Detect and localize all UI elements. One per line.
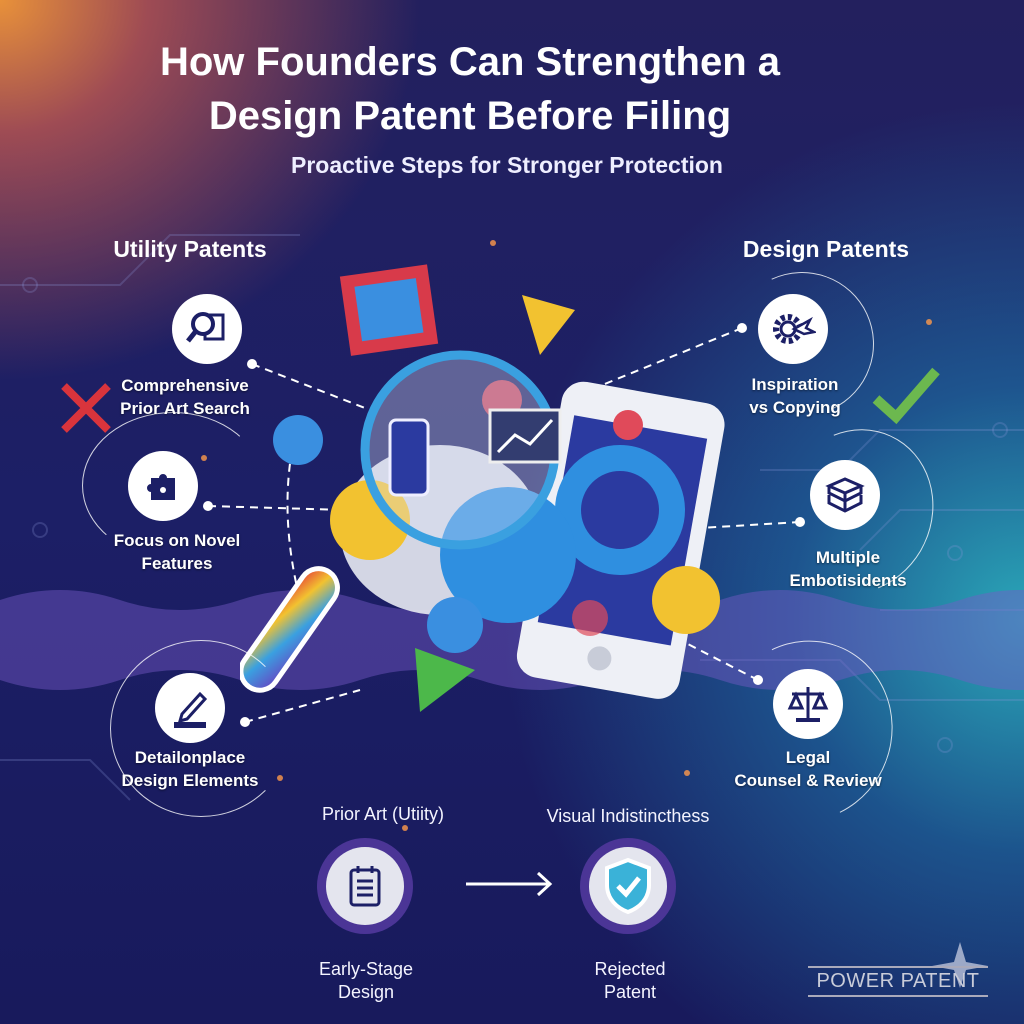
- visual-indistinctness-label: Visual Indistincthess: [547, 805, 710, 828]
- item-design-elements: DetailonplaceDesign Elements: [122, 746, 259, 792]
- yellow-triangle: [522, 295, 575, 355]
- red-card-icon: [340, 264, 438, 355]
- puzzle-piece-icon: [128, 451, 198, 521]
- item-prior-art-search: ComprehensivePrior Art Search: [120, 374, 250, 420]
- gear-star-icon: [758, 294, 828, 364]
- item-legal-counsel: LegalCounsel & Review: [734, 746, 881, 792]
- pencil-ruler-icon: [155, 673, 225, 743]
- early-stage-design-label: Early-StageDesign: [319, 958, 413, 1004]
- check-mark-icon: [870, 365, 942, 425]
- notepad-icon: [317, 838, 413, 934]
- stacked-boxes-icon: [810, 460, 880, 530]
- prior-art-label: Prior Art (Utiity): [322, 803, 444, 826]
- central-illustration: [240, 260, 740, 720]
- magnifier-documents-icon: [172, 294, 242, 364]
- shield-check-icon: [580, 838, 676, 934]
- item-novel-features: Focus on NovelFeatures: [114, 529, 241, 575]
- item-inspiration-vs-copying: Inspirationvs Copying: [749, 373, 841, 419]
- x-mark-icon: [60, 382, 112, 434]
- utility-patents-heading: Utility Patents: [113, 236, 266, 263]
- rejected-patent-label: RejectedPatent: [594, 958, 665, 1004]
- power-patent-logo: POWER PATENT: [808, 966, 988, 997]
- design-patents-heading: Design Patents: [743, 236, 909, 263]
- scales-icon: [773, 669, 843, 739]
- item-multiple-embodiments: MultipleEmbotisidents: [789, 546, 906, 592]
- green-triangle: [415, 648, 475, 712]
- arrow-right-icon: [462, 868, 558, 900]
